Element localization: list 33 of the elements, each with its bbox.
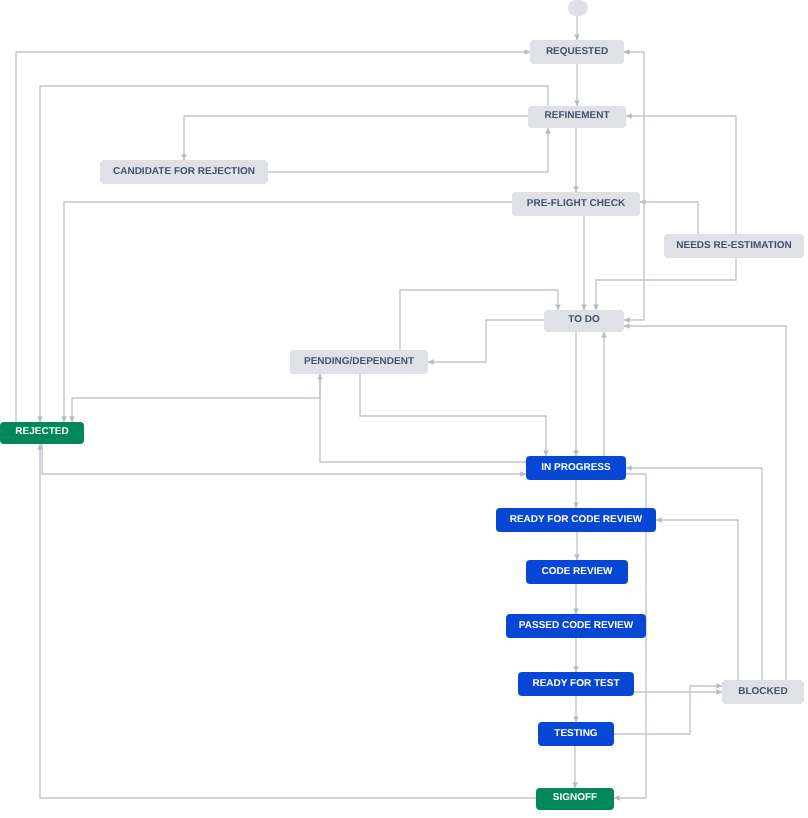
arrow — [359, 373, 549, 457]
arrow — [581, 215, 587, 311]
arrow — [267, 127, 551, 173]
arrow — [399, 289, 561, 351]
arrow — [572, 745, 578, 789]
arrow — [655, 517, 739, 681]
arrow — [613, 473, 647, 801]
arrow — [37, 443, 537, 799]
arrow — [573, 637, 579, 673]
arrow — [574, 531, 580, 561]
arrow — [613, 683, 723, 735]
arrow — [317, 373, 527, 463]
arrow — [573, 127, 579, 193]
arrow — [574, 15, 580, 41]
arrow — [15, 49, 531, 423]
arrow — [574, 63, 580, 107]
arrow — [37, 85, 549, 423]
arrow — [639, 199, 699, 235]
arrow — [625, 465, 763, 681]
arrow — [633, 689, 723, 695]
arrow — [61, 201, 513, 423]
arrow — [573, 479, 579, 509]
arrow — [573, 583, 579, 615]
arrow — [181, 115, 529, 161]
arrow — [41, 443, 527, 477]
arrow — [593, 257, 737, 311]
arrow — [625, 113, 737, 235]
arrow — [573, 695, 579, 723]
arrow — [573, 331, 579, 457]
arrow — [427, 319, 545, 365]
arrow — [623, 49, 645, 323]
arrow — [623, 323, 787, 681]
arrow — [601, 331, 607, 457]
